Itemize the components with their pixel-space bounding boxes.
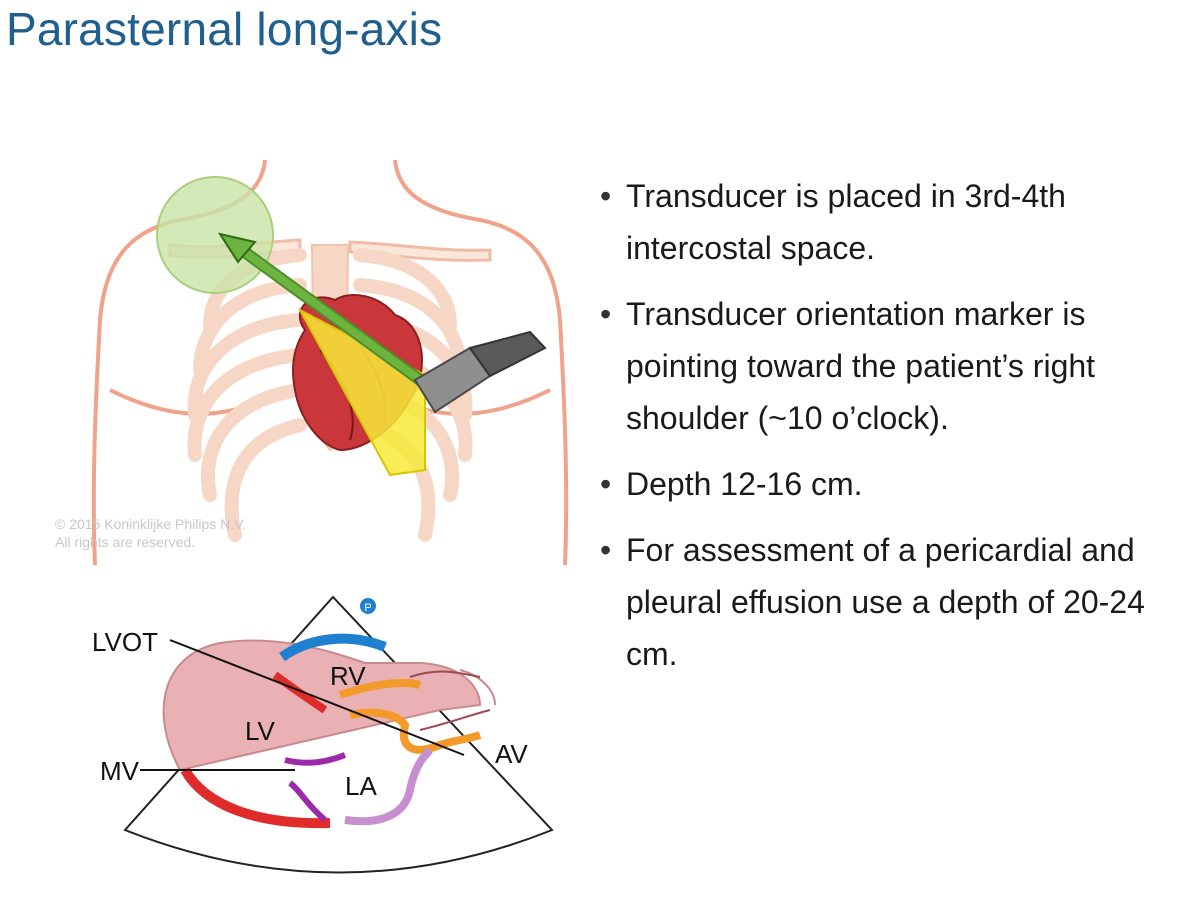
beam-direction-arrow [217, 232, 426, 386]
mitral-leaflet-anterior [284, 752, 347, 766]
bullet-dot: • [600, 466, 612, 502]
bullet-dot: • [600, 296, 612, 332]
lv-posterior-wall [180, 767, 331, 829]
bullet-text: For assessment of a pericardial and pleu… [626, 532, 1145, 672]
bullet-list: • Transducer is placed in 3rd-4th interco… [598, 170, 1188, 694]
label-lv: LV [245, 716, 276, 746]
bullet-dot: • [600, 178, 612, 214]
chest-illustration [91, 159, 569, 566]
lv-wall [272, 671, 328, 714]
bullet-item: • Depth 12-16 cm. [598, 458, 1188, 510]
label-av: AV [495, 739, 528, 769]
copyright-line-1: © 2015 Koninklijke Philips N.V. [55, 516, 247, 532]
transducer-probe [413, 330, 547, 414]
label-la: LA [345, 771, 377, 801]
aortic-root [338, 679, 482, 754]
label-mv: MV [100, 756, 140, 786]
orientation-marker-label: P [364, 602, 371, 614]
label-rv: RV [330, 661, 366, 691]
slide-title: Parasternal long-axis [6, 3, 443, 55]
mitral-leaflet-posterior [288, 780, 327, 823]
echo-schematic: P LVOT RV LV LA AV MV [92, 595, 554, 874]
bullet-text: Transducer is placed in 3rd-4th intercos… [626, 178, 1066, 266]
shoulder-highlight [156, 176, 274, 294]
bullet-text: Depth 12-16 cm. [626, 466, 863, 502]
bullet-item: • For assessment of a pericardial and ple… [598, 524, 1188, 680]
bullet-item: • Transducer is placed in 3rd-4th interco… [598, 170, 1188, 274]
la-wall [344, 747, 433, 826]
label-lvot: LVOT [92, 627, 158, 657]
orientation-marker-dot [360, 598, 376, 614]
bullet-text: Transducer orientation marker is pointin… [626, 296, 1096, 436]
copyright-notice: © 2015 Koninklijke Philips N.V. All righ… [55, 515, 246, 551]
copyright-line-2: All rights are reserved. [55, 534, 196, 550]
bullet-item: • Transducer orientation marker is pointi… [598, 288, 1188, 444]
rv-wall [279, 633, 387, 662]
bullet-dot: • [600, 532, 612, 568]
